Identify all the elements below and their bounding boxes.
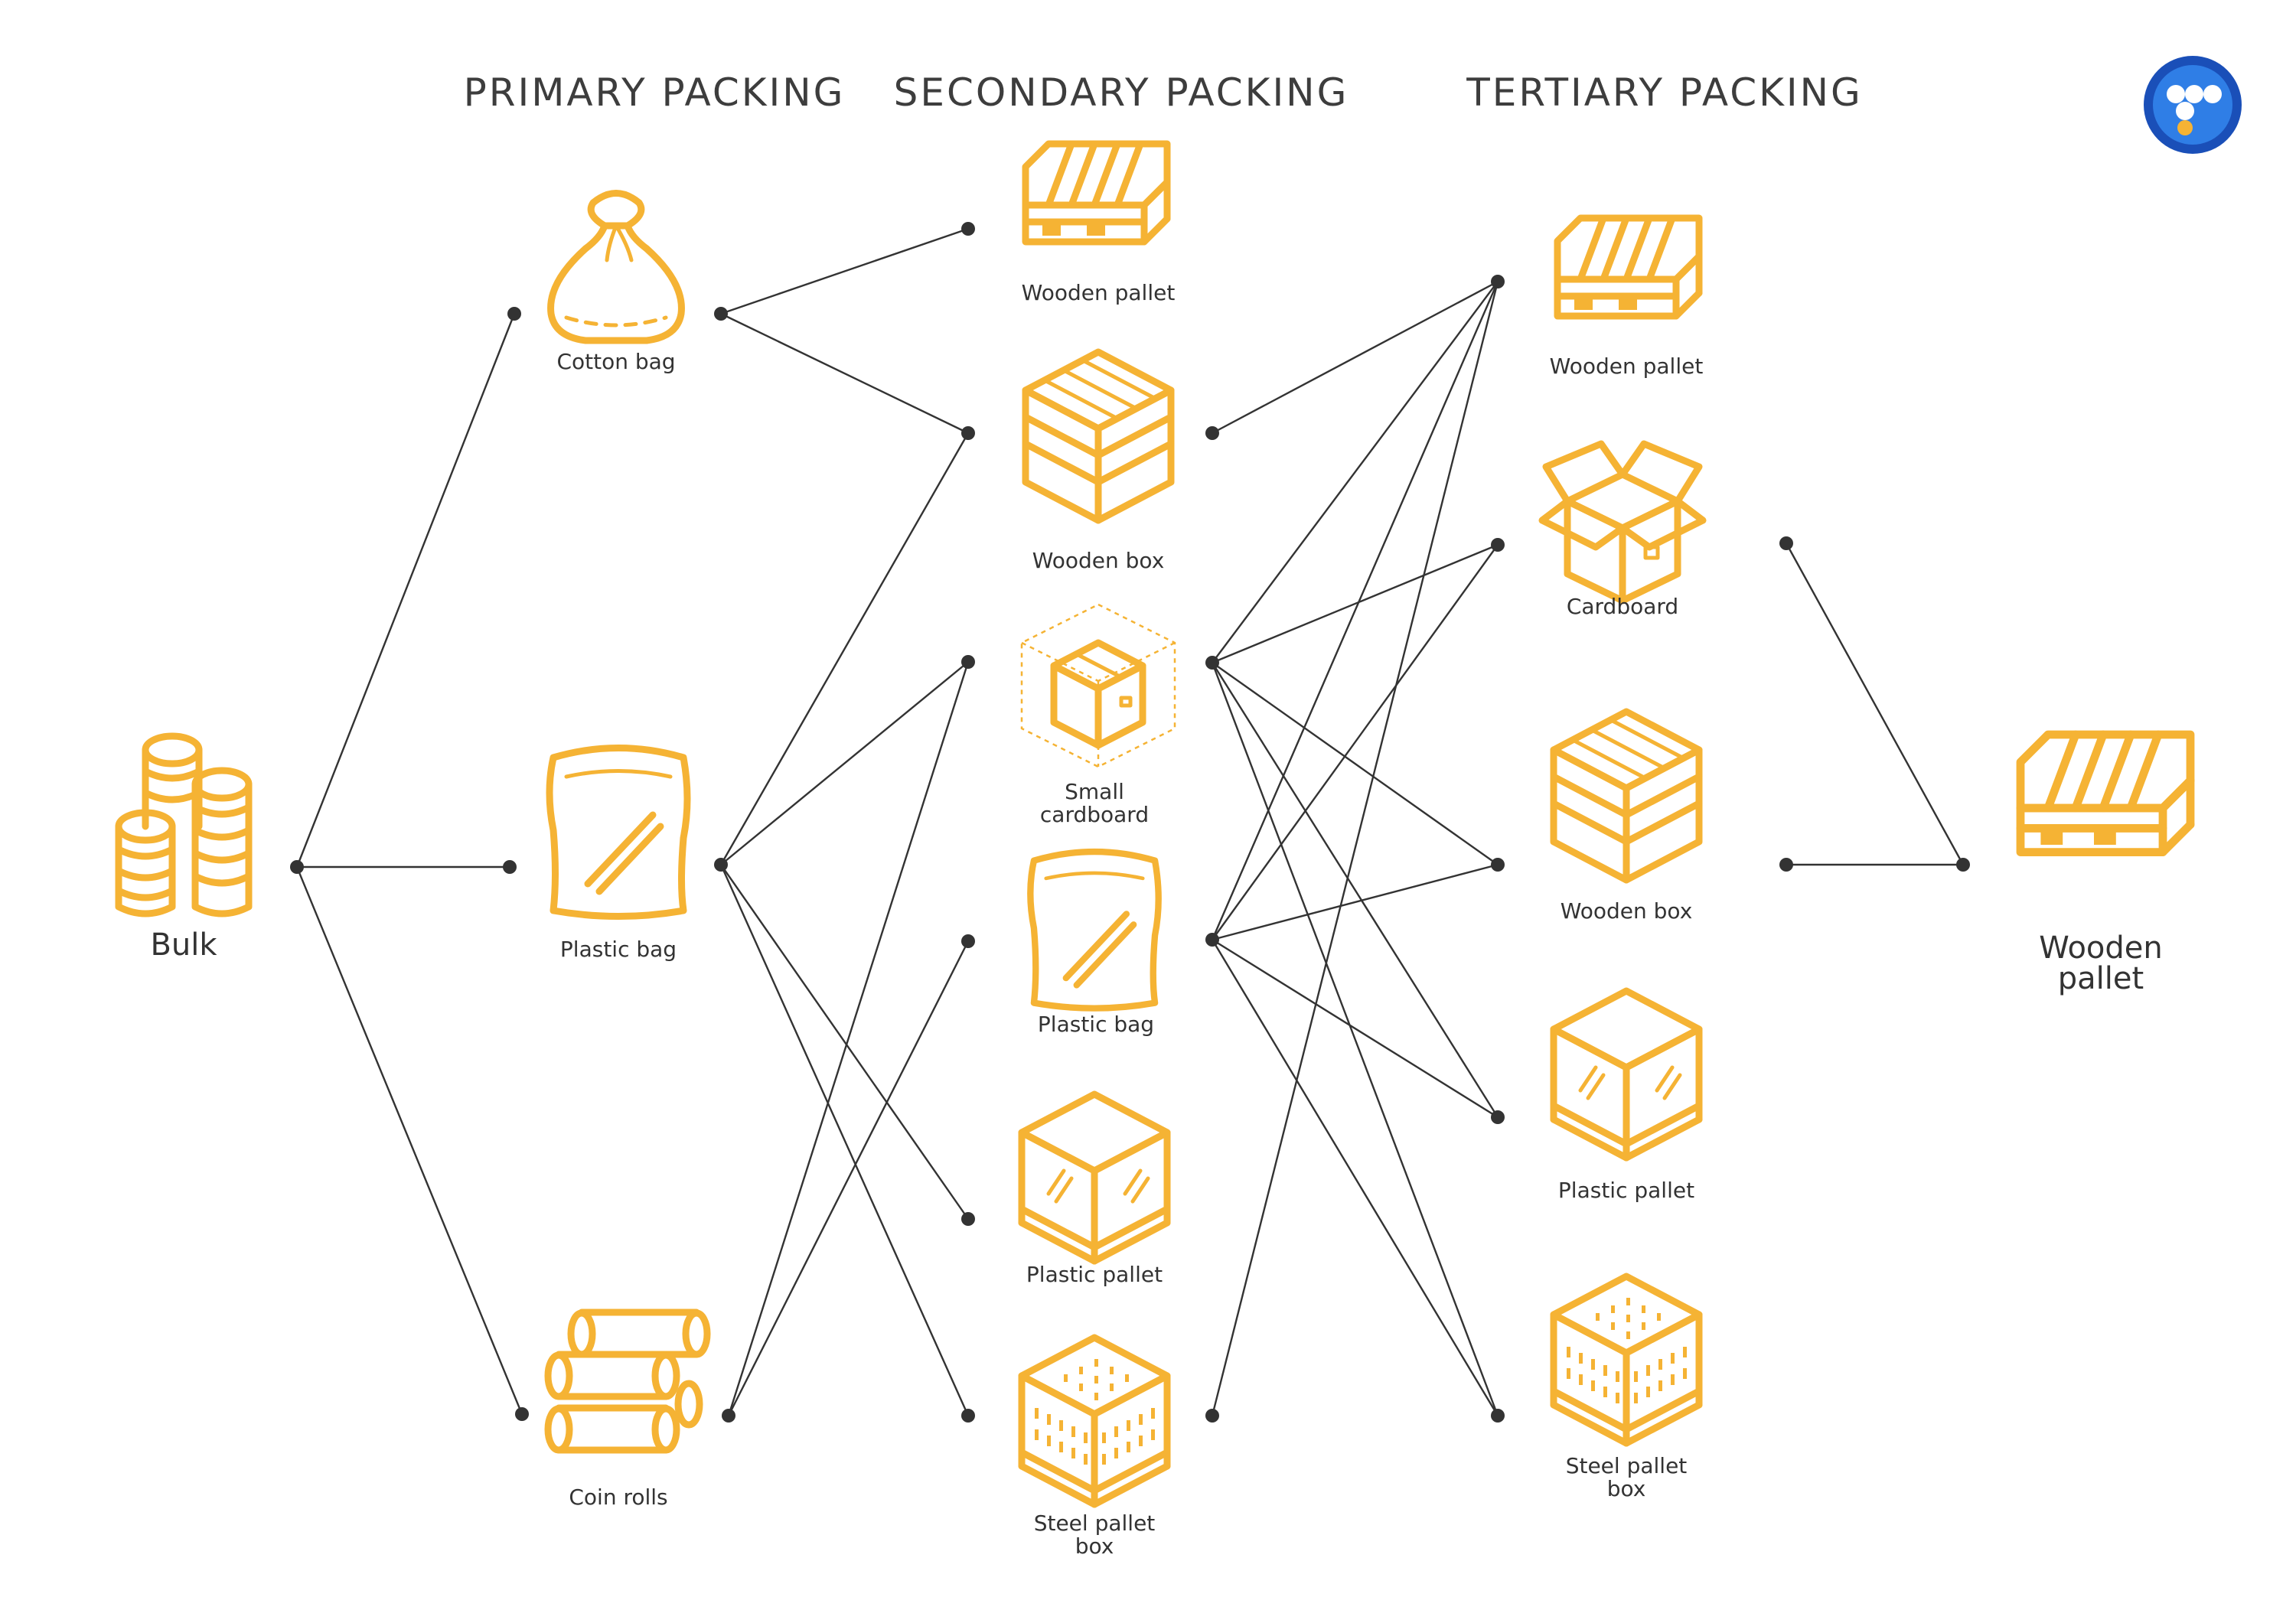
secondary-plastic-pallet-node: Plastic pallet: [1022, 1094, 1167, 1287]
node-label: cardboard: [1040, 802, 1149, 827]
node-label: Plastic pallet: [1558, 1178, 1694, 1203]
node-label: Wooden box: [1561, 898, 1693, 924]
wooden-crate-icon: [1554, 712, 1699, 880]
secondary-steel-pallet-box-node: Steel pallet box: [1022, 1338, 1167, 1559]
final-wooden-pallet-node: Wooden pallet: [2020, 735, 2190, 996]
company-logo-icon: [2144, 56, 2242, 154]
pallet-icon: [1026, 144, 1167, 242]
coin-rolls-icon: [544, 1309, 711, 1454]
primary-coin-rolls-node: Coin rolls: [544, 1309, 711, 1510]
node-label: Cotton bag: [556, 349, 675, 374]
tertiary-cardboard-node: Cardboard: [1538, 440, 1707, 619]
node-label: box: [1607, 1476, 1646, 1501]
mesh-pallet-box-icon: [1022, 1338, 1167, 1504]
node-label: pallet: [2058, 961, 2144, 996]
node-label: Bulk: [150, 927, 217, 963]
header-tertiary-packing: TERTIARY PACKING: [1466, 70, 1863, 115]
node-label: Wooden pallet: [1550, 354, 1704, 379]
primary-cotton-bag-node: Cotton bag: [547, 190, 685, 374]
node-label: Steel pallet: [1566, 1453, 1688, 1478]
node-label: Steel pallet: [1034, 1511, 1156, 1536]
connection-dots: [290, 222, 1970, 1423]
node-label: Coin rolls: [569, 1484, 667, 1510]
secondary-wooden-box-node: Wooden box: [1026, 352, 1171, 573]
header-primary-packing: PRIMARY PACKING: [464, 70, 846, 115]
wooden-crate-icon: [1026, 352, 1171, 520]
plastic-pallet-box-icon: [1554, 991, 1699, 1158]
header-secondary-packing: SECONDARY PACKING: [894, 70, 1349, 115]
secondary-wooden-pallet-node: Wooden pallet: [1022, 144, 1176, 305]
connection-lines: [295, 227, 1965, 1416]
tertiary-steel-pallet-box-node: Steel pallet box: [1554, 1276, 1699, 1501]
coin-stack-icon: [115, 732, 253, 917]
node-label: Plastic bag: [1038, 1012, 1154, 1037]
primary-plastic-bag-node: Plastic bag: [550, 748, 687, 962]
node-label: Plastic bag: [560, 937, 677, 962]
tertiary-wooden-box-node: Wooden box: [1554, 712, 1699, 924]
node-label: Plastic pallet: [1026, 1262, 1163, 1287]
node-label: Small: [1065, 779, 1124, 804]
small-box-icon: [1020, 603, 1176, 768]
node-label: box: [1075, 1533, 1114, 1559]
sack-icon: [547, 190, 685, 344]
node-label: Wooden box: [1032, 548, 1165, 573]
node-label: Cardboard: [1567, 594, 1678, 619]
tertiary-wooden-pallet-node: Wooden pallet: [1550, 218, 1704, 379]
mesh-pallet-box-icon: [1554, 1276, 1699, 1443]
plastic-pallet-box-icon: [1022, 1094, 1167, 1261]
secondary-plastic-bag-node: Plastic bag: [1030, 852, 1158, 1037]
pallet-icon: [2020, 735, 2190, 852]
plastic-bag-icon: [550, 748, 687, 917]
plastic-bag-icon: [1030, 852, 1158, 1009]
open-cardboard-box-icon: [1538, 440, 1707, 605]
tertiary-plastic-pallet-node: Plastic pallet: [1554, 991, 1699, 1203]
secondary-small-cardboard-node: Small cardboard: [1020, 603, 1176, 827]
pallet-icon: [1557, 218, 1699, 316]
node-label: Wooden: [2039, 930, 2163, 966]
node-label: Wooden pallet: [1022, 280, 1176, 305]
bulk-node: Bulk: [115, 732, 253, 963]
